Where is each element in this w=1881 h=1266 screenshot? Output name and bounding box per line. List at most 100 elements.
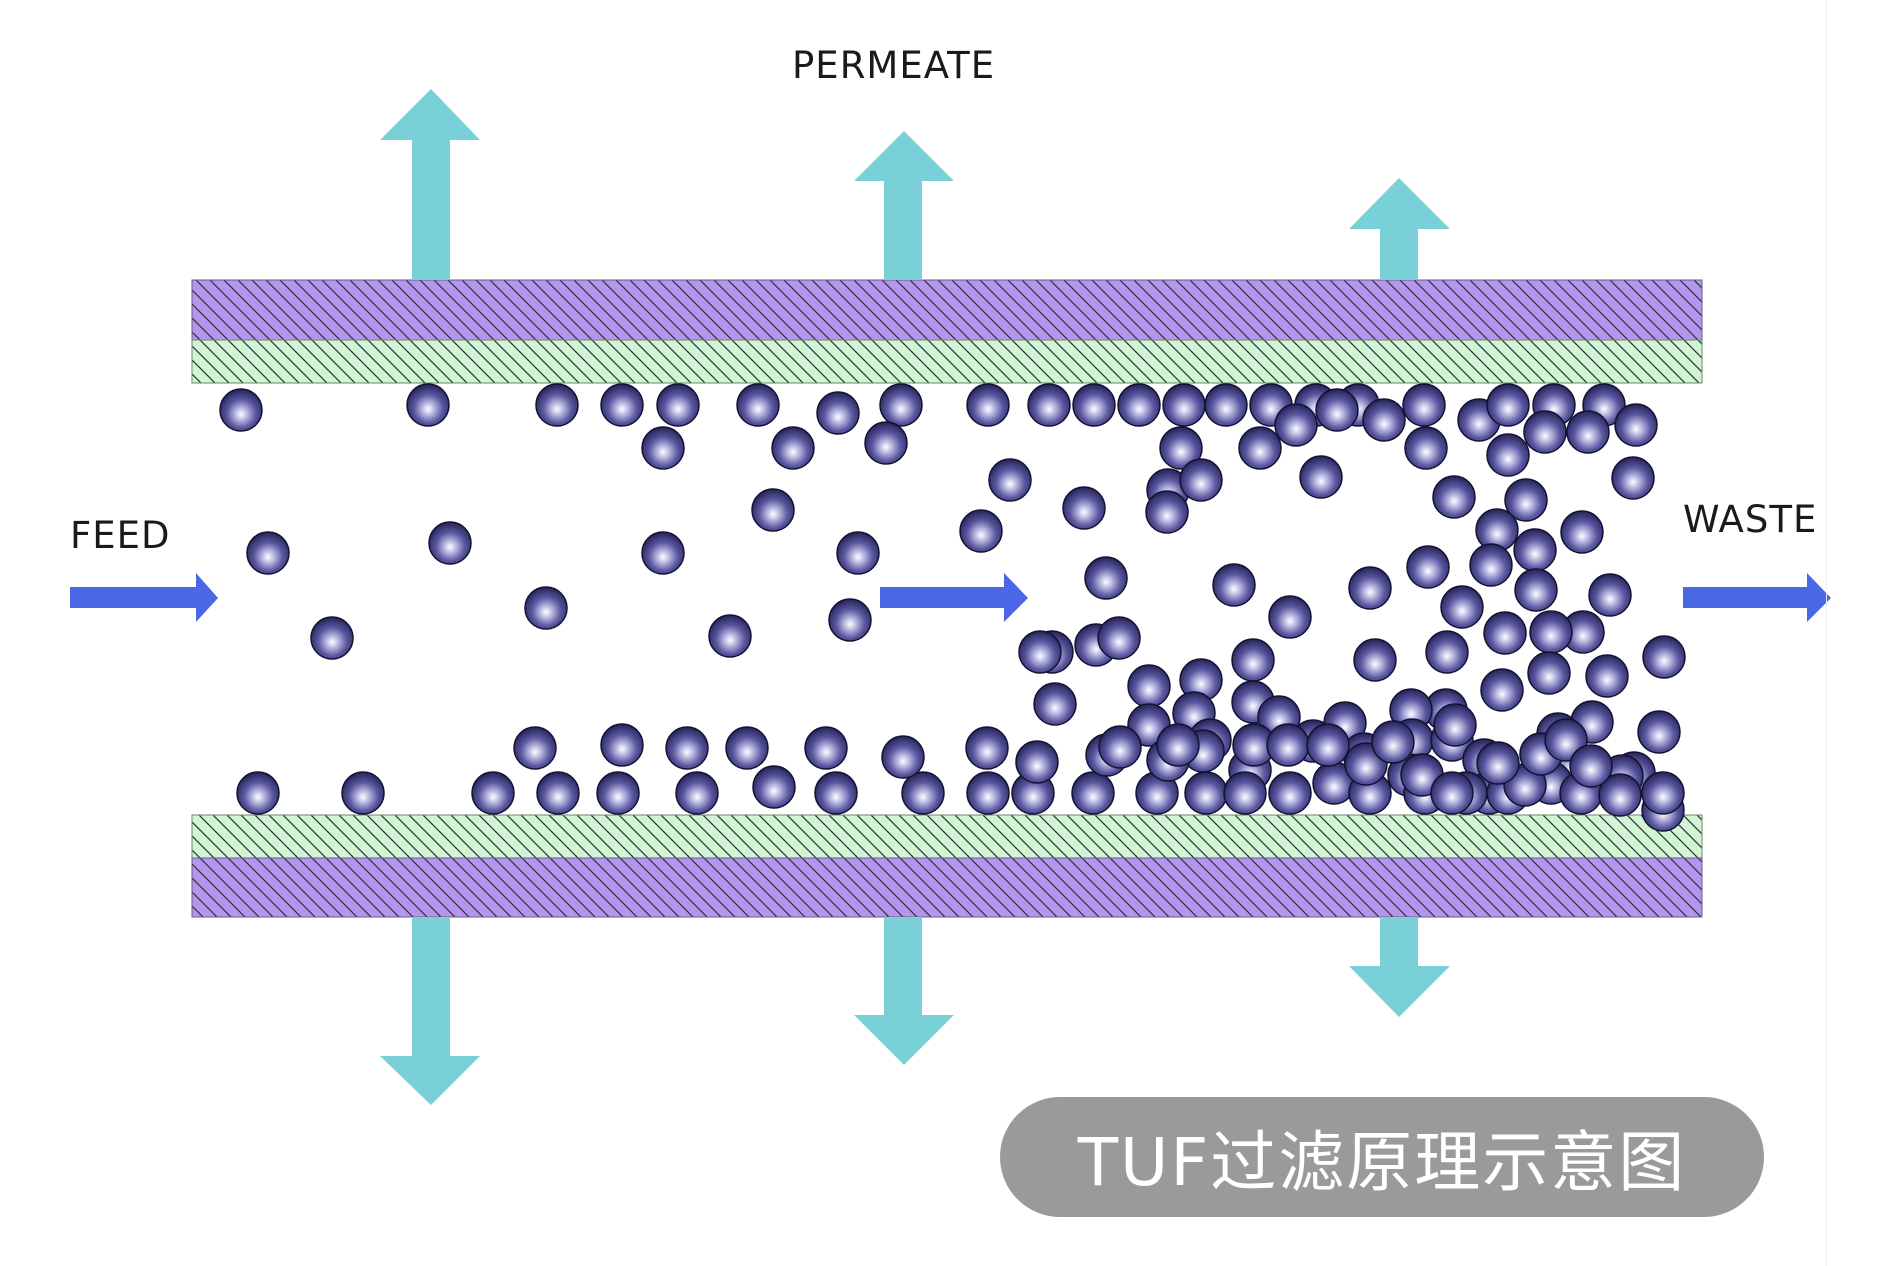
bottom-membrane (191, 814, 1703, 918)
particles-group (219, 383, 1686, 832)
particle (814, 771, 858, 815)
particle (1406, 545, 1450, 589)
particle (1353, 638, 1397, 682)
right-border-line (1826, 0, 1827, 1266)
particle (1018, 630, 1062, 674)
particle (1127, 664, 1171, 708)
particle (1071, 771, 1115, 815)
particle (1637, 710, 1681, 754)
particle (1098, 725, 1142, 769)
particle (1084, 556, 1128, 600)
particle (1504, 478, 1548, 522)
particle (725, 726, 769, 770)
particle (641, 531, 685, 575)
particle (1204, 383, 1248, 427)
particle (665, 726, 709, 770)
middle-flow-arrow (880, 573, 1028, 622)
particle (1268, 595, 1312, 639)
particle (1145, 490, 1189, 534)
particle (1231, 638, 1275, 682)
caption-text: TUF过滤原理示意图 (1077, 1124, 1687, 1201)
particle (1527, 651, 1571, 695)
particle (966, 383, 1010, 427)
particle (1402, 383, 1446, 427)
particle (535, 383, 579, 427)
caption-badge: TUF过滤原理示意图 (1000, 1097, 1764, 1217)
particle (1274, 403, 1318, 447)
particle (596, 771, 640, 815)
particle (1642, 635, 1686, 679)
particle (1425, 630, 1469, 674)
particle (1560, 510, 1604, 554)
particle (959, 509, 1003, 553)
permeate-up-arrow-3 (1349, 178, 1450, 280)
permeate-down-arrow-2 (854, 917, 954, 1065)
particle (771, 426, 815, 470)
particle (641, 426, 685, 470)
particle (1062, 486, 1106, 530)
particle (1486, 433, 1530, 477)
top-membrane (191, 279, 1703, 384)
permeate-arrows-down (380, 917, 1450, 1105)
particle (828, 598, 872, 642)
particle (236, 771, 280, 815)
particle (965, 726, 1009, 770)
particle (1072, 383, 1116, 427)
particle (1523, 410, 1567, 454)
particle (310, 616, 354, 660)
permeate-arrows-up (380, 89, 1450, 280)
particle (1614, 403, 1658, 447)
particle (1268, 771, 1312, 815)
particle (816, 391, 860, 435)
particle (879, 383, 923, 427)
particle (1097, 616, 1141, 660)
waste-arrow (1683, 573, 1831, 622)
particle (864, 421, 908, 465)
particle (1480, 668, 1524, 712)
particle (988, 458, 1032, 502)
particle (1027, 383, 1071, 427)
particle (246, 531, 290, 575)
particle (341, 771, 385, 815)
particle (736, 383, 780, 427)
particle (752, 765, 796, 809)
particle (406, 383, 450, 427)
feed-label: FEED (70, 514, 171, 557)
particle (1179, 458, 1223, 502)
particle (1015, 740, 1059, 784)
particle (1476, 741, 1520, 785)
particle (1156, 723, 1200, 767)
particle (1033, 682, 1077, 726)
flow-arrows (70, 573, 1831, 622)
particle (1159, 426, 1203, 470)
particle (1430, 771, 1474, 815)
particle (219, 388, 263, 432)
particle (1348, 566, 1392, 610)
particle (1315, 388, 1359, 432)
particle (1513, 528, 1557, 572)
particle (1362, 398, 1406, 442)
particle (1486, 383, 1530, 427)
particle (600, 383, 644, 427)
particle (471, 771, 515, 815)
particle (708, 614, 752, 658)
particle (1598, 773, 1642, 817)
particle (1569, 744, 1613, 788)
particle (1585, 654, 1629, 698)
particle (1223, 771, 1267, 815)
particle (1641, 771, 1685, 815)
particle (536, 771, 580, 815)
particle (1514, 568, 1558, 612)
particle (1483, 611, 1527, 655)
particle (1566, 410, 1610, 454)
particle (966, 771, 1010, 815)
particle (1117, 383, 1161, 427)
permeate-up-arrow-2 (854, 131, 954, 280)
particle (1371, 720, 1415, 764)
particle (1184, 771, 1228, 815)
particle (656, 383, 700, 427)
feed-arrow (70, 573, 218, 622)
particle (1238, 426, 1282, 470)
permeate-down-arrow-1 (380, 917, 480, 1105)
